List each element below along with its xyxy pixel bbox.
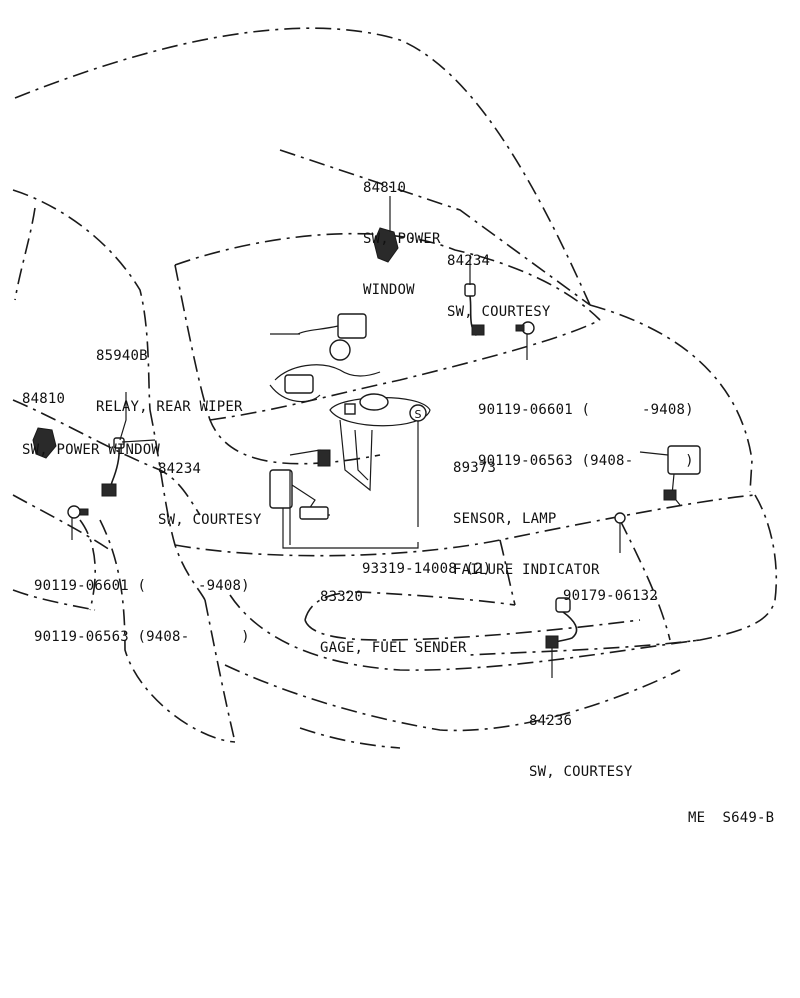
diagram-id: ME S649-B	[688, 776, 774, 844]
symbol-s: S	[415, 408, 422, 421]
part-number: 90119-06601 ( -9408)	[34, 578, 250, 594]
diagram-code: ME S649-B	[688, 810, 775, 826]
part-number: 90179-06132	[563, 588, 658, 604]
lamp-failure-sensor-part	[663, 445, 701, 506]
callout-gage-fuel-sender: 83320 GAGE, FUEL SENDER	[320, 555, 467, 674]
part-number: 84810	[363, 180, 407, 196]
note-bolt-left: 90119-06601 ( -9408) 90119-06563 (9408- …	[34, 544, 250, 663]
courtesy-switch-rear-part	[545, 597, 578, 649]
callout-sw-courtesy-top: 84234 SW, COURTESY	[447, 219, 551, 338]
part-number: 84810	[22, 391, 66, 407]
courtesy-switch-left-part	[101, 437, 125, 497]
part-number: 89373	[453, 460, 497, 476]
part-name: SW, POWER	[363, 231, 441, 247]
part-number: 90119-06563 (9408- )	[478, 453, 694, 469]
part-number: 84236	[529, 713, 573, 729]
callout-sw-power-window-left: 84810 SW, POWER WINDOW	[22, 357, 160, 476]
bolts	[67, 321, 626, 524]
part-name: SW, COURTESY	[158, 512, 262, 528]
part-number: 90119-06563 (9408- )	[34, 629, 250, 645]
callout-sw-courtesy-rear: 84236 SW, COURTESY	[529, 679, 633, 798]
part-name: SW, COURTESY	[529, 764, 633, 780]
callout-relay-rear-wiper: 85940B RELAY, REAR WIPER	[96, 314, 243, 433]
part-number: 83320	[320, 589, 364, 605]
leader-lines	[71, 196, 669, 678]
part-name: SW, POWER WINDOW	[22, 442, 161, 458]
callout-sw-power-window-top: 84810 SW, POWER WINDOW	[363, 146, 441, 316]
power-window-switch-top	[373, 227, 399, 263]
part-name: SW, COURTESY	[447, 304, 551, 320]
part-number: 84234	[158, 461, 202, 477]
fuel-sender-assembly: S	[269, 393, 431, 520]
vehicle-body-outline	[12, 27, 778, 749]
note-nut-sensor: 90179-06132	[563, 554, 658, 622]
power-window-switch-left	[32, 427, 57, 459]
part-name: FAILURE INDICATOR	[453, 562, 600, 578]
part-number: 90119-06601 ( -9408)	[478, 402, 694, 418]
part-number: 93319-14008 (2)	[362, 561, 492, 577]
part-name: SENSOR, LAMP	[453, 511, 557, 527]
part-name: GAGE, FUEL SENDER	[320, 640, 467, 656]
relay-rear-wiper-part	[269, 313, 381, 403]
callout-sensor-lamp-failure: 89373 SENSOR, LAMP FAILURE INDICATOR	[453, 426, 600, 596]
note-screw-fuel: 93319-14008 (2)	[362, 527, 491, 595]
part-number: 85940B	[96, 348, 148, 364]
part-name: RELAY, REAR WIPER	[96, 399, 243, 415]
part-name: WINDOW	[363, 282, 415, 298]
part-number: 84234	[447, 253, 491, 269]
callout-sw-courtesy-left: 84234 SW, COURTESY	[158, 427, 262, 546]
note-bolt-right: 90119-06601 ( -9408) 90119-06563 (9408- …	[478, 368, 694, 487]
